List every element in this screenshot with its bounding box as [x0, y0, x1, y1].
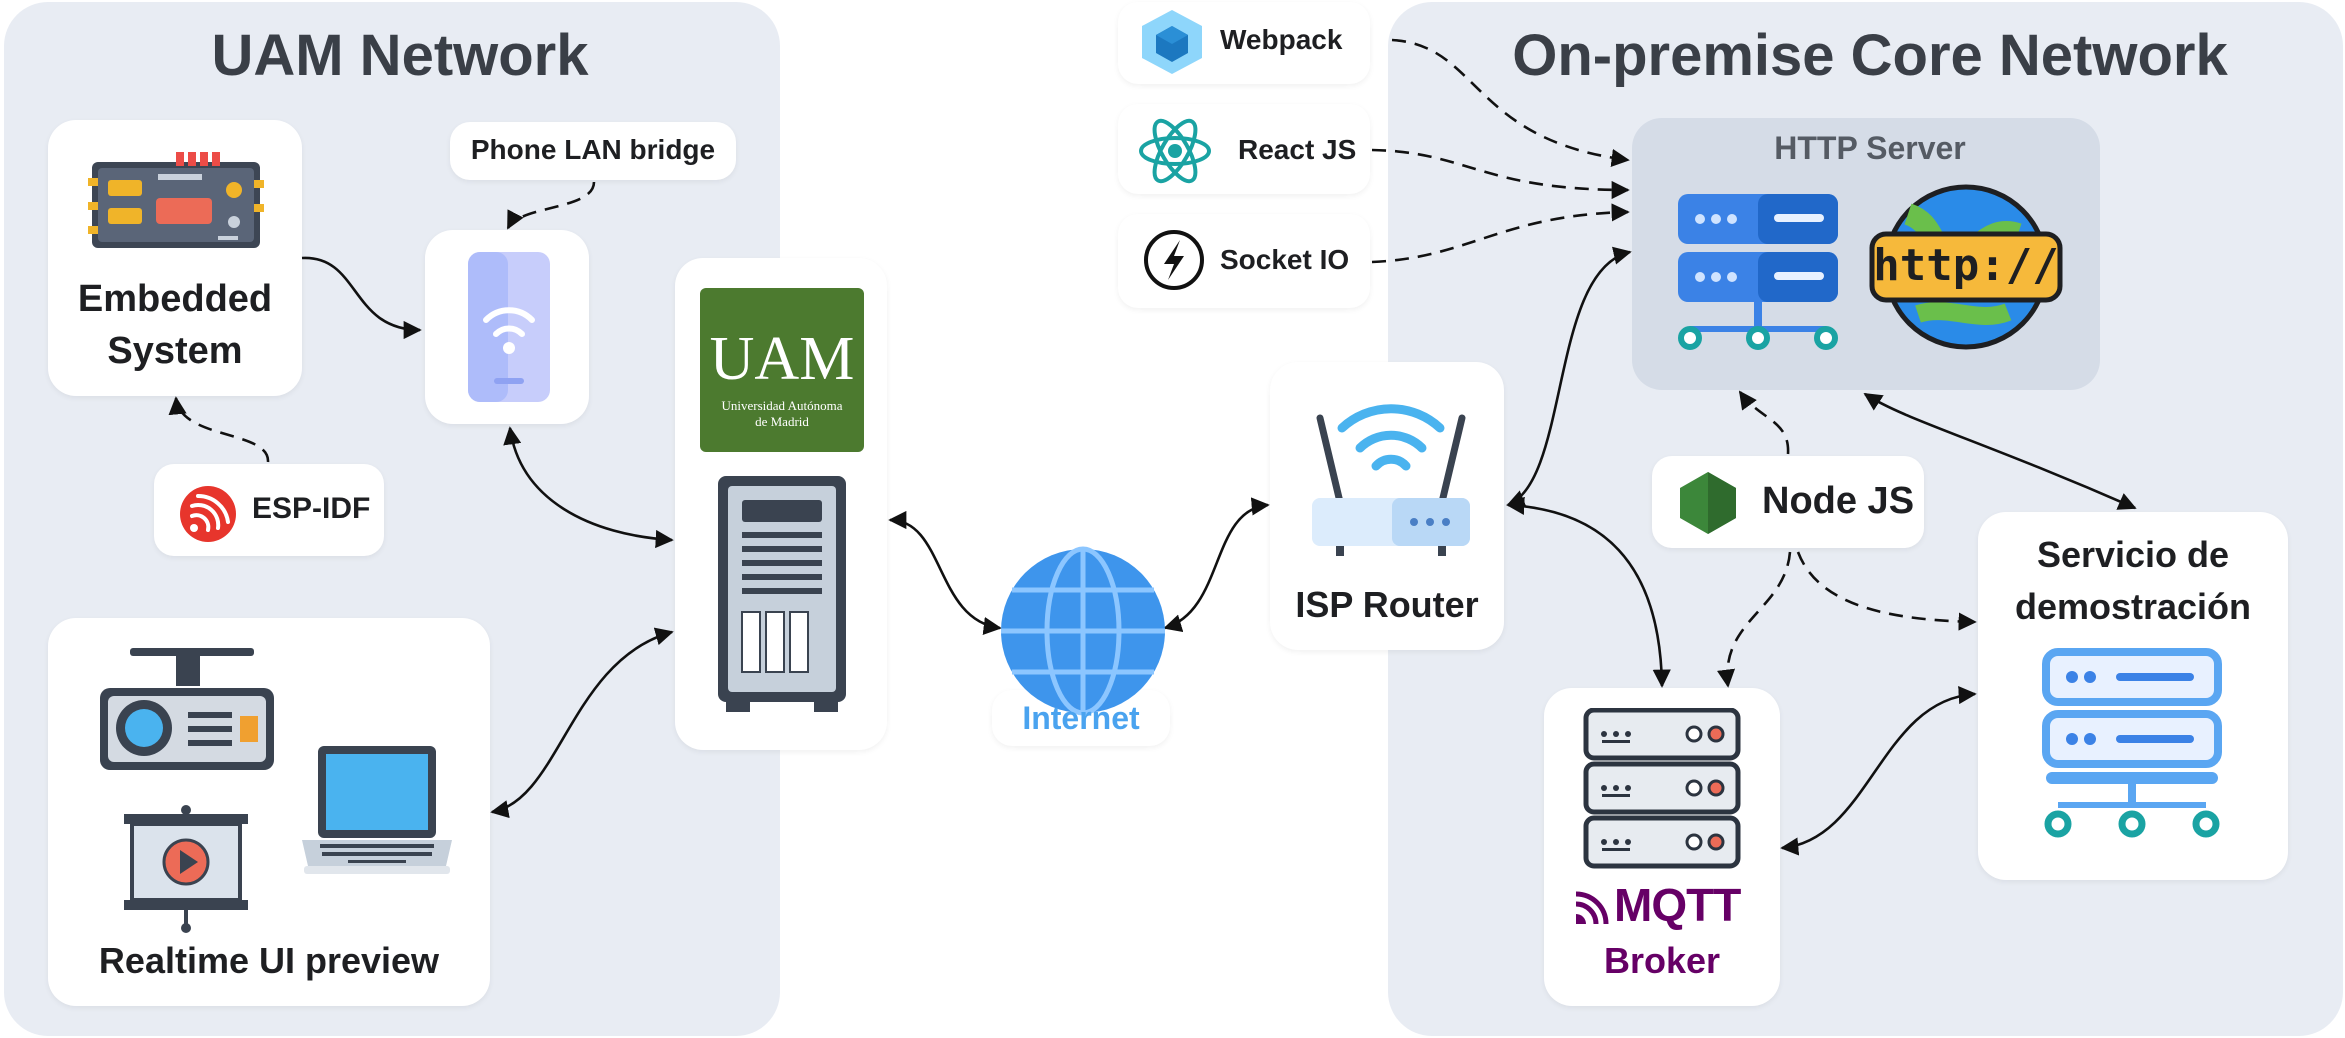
projection-screen-icon — [120, 804, 252, 939]
uam-logo-sub1: Universidad Autónoma — [721, 398, 843, 413]
globe-icon — [998, 546, 1168, 721]
webpack-logo-icon — [1140, 8, 1204, 81]
esp-idf-label: ESP-IDF — [252, 492, 371, 525]
wifi-router-icon — [1306, 394, 1476, 563]
projector-icon — [96, 648, 278, 781]
server-rack-icon — [2032, 648, 2232, 849]
nodejs-logo-icon — [1678, 470, 1738, 541]
realtime-ui-label: Realtime UI preview — [98, 940, 440, 981]
embedded-system-label-line2: System — [107, 330, 243, 372]
circuit-board-icon — [88, 152, 264, 263]
socketio-label: Socket IO — [1220, 244, 1350, 275]
core-network-title: On-premise Core Network — [1512, 23, 2228, 88]
uam-logo-sub2: de Madrid — [755, 414, 809, 429]
mqtt-logo-icon — [1574, 886, 1614, 931]
edge-internet-to-router — [1163, 497, 1270, 632]
edge-uam-server-to-internet — [888, 510, 1002, 636]
isp-router-label: ISP Router — [1295, 584, 1479, 625]
socketio-box — [1118, 214, 1370, 308]
mqtt-broker-label: Broker — [1603, 940, 1721, 981]
server-rack-icon — [1670, 190, 1846, 365]
embedded-system-label-line1: Embedded — [77, 278, 273, 320]
uam-logo-text: UAM — [709, 325, 855, 393]
uam-network-title: UAM Network — [211, 23, 589, 88]
phone-bridge-label: Phone LAN bridge — [470, 134, 716, 165]
uam-logo-icon: UAM Universidad Autónoma de Madrid — [700, 288, 864, 452]
nodejs-label: Node JS — [1762, 480, 1915, 522]
smartphone-wifi-icon — [464, 250, 554, 411]
server-stack-icon — [1582, 707, 1742, 875]
react-label: React JS — [1238, 134, 1357, 165]
socketio-logo-icon — [1142, 228, 1206, 297]
mqtt-logo-text: MQTT — [1614, 879, 1741, 931]
http-server-label: HTTP Server — [1774, 130, 1966, 166]
demo-service-label-line1: Servicio de — [2036, 534, 2230, 575]
http-text: http:// — [1873, 240, 2059, 291]
server-tower-icon — [716, 474, 848, 719]
webpack-label: Webpack — [1220, 24, 1343, 55]
espressif-logo-icon — [178, 484, 238, 549]
laptop-icon — [300, 744, 454, 883]
react-logo-icon — [1138, 114, 1212, 193]
http-globe-icon: http:// — [1868, 184, 2064, 355]
phone-bridge-label-box — [450, 122, 736, 180]
demo-service-label-line2: demostración — [2014, 586, 2252, 627]
internet-label: Internet — [1022, 700, 1140, 736]
